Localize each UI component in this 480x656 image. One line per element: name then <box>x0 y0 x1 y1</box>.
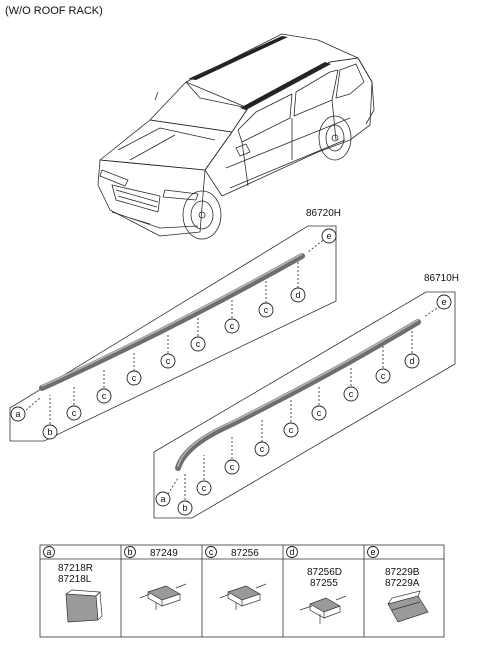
callout-c[interactable]: c <box>190 336 206 352</box>
callout-c[interactable]: c <box>96 388 112 404</box>
svg-text:c: c <box>196 339 201 349</box>
callout-b[interactable]: b <box>42 424 58 440</box>
svg-text:c: c <box>349 389 354 399</box>
svg-text:c: c <box>230 462 235 472</box>
molding-assembly-86710h: 86710H a b c c c c c c c d e <box>153 273 459 519</box>
assembly-part-number: 86710H <box>424 273 459 284</box>
legend-cell-e[interactable]: e 87229B 87229A <box>367 546 429 623</box>
callout-d[interactable]: d <box>290 287 306 303</box>
svg-text:c: c <box>102 391 107 401</box>
callout-c[interactable]: c <box>224 459 240 475</box>
legend-cell-b[interactable]: b 87249 <box>124 546 187 611</box>
callout-c[interactable]: c <box>126 370 142 386</box>
callout-c[interactable]: c <box>66 405 82 421</box>
part-number: 87249 <box>150 548 178 559</box>
svg-text:c: c <box>230 321 235 331</box>
svg-text:b: b <box>47 427 52 437</box>
callout-c[interactable]: c <box>258 302 274 318</box>
svg-text:c: c <box>264 305 269 315</box>
svg-text:b: b <box>182 503 187 513</box>
part-number: 87229A <box>385 578 420 589</box>
callout-b[interactable]: b <box>177 500 193 516</box>
parts-legend-table: a 87218R 87218L b 87249 c <box>39 544 445 638</box>
callout-c[interactable]: c <box>160 353 176 369</box>
clip-part <box>139 583 187 610</box>
callout-c[interactable]: c <box>311 405 327 421</box>
callout-c[interactable]: c <box>254 441 270 457</box>
svg-text:c: c <box>202 483 207 493</box>
svg-text:e: e <box>370 547 375 557</box>
svg-text:e: e <box>441 297 446 307</box>
legend-cell-a[interactable]: a 87218R 87218L <box>43 546 103 623</box>
svg-text:c: c <box>260 444 265 454</box>
svg-text:c: c <box>381 371 386 381</box>
diagram-title: (W/O ROOF RACK) <box>5 5 103 17</box>
clip-part <box>219 583 267 610</box>
svg-text:e: e <box>326 231 331 241</box>
vehicle-illustration <box>97 33 375 240</box>
svg-text:d: d <box>295 290 300 300</box>
part-number: 87218R <box>58 563 93 574</box>
part-number: 87218L <box>58 574 92 585</box>
callout-e[interactable]: e <box>321 228 337 244</box>
svg-text:c: c <box>209 547 214 557</box>
svg-text:a: a <box>160 494 165 504</box>
legend-cell-c[interactable]: c 87256 <box>205 546 267 611</box>
molding-assembly-86720h: 86720H a b c c c c c c c d e <box>9 208 341 442</box>
svg-text:b: b <box>127 547 132 557</box>
callout-c[interactable]: c <box>283 422 299 438</box>
svg-text:d: d <box>289 547 294 557</box>
clip-part <box>299 595 347 624</box>
svg-text:a: a <box>46 547 51 557</box>
callout-a[interactable]: a <box>10 406 26 422</box>
callout-c[interactable]: c <box>375 368 391 384</box>
callout-d[interactable]: d <box>404 353 420 369</box>
svg-text:a: a <box>15 409 20 419</box>
assembly-outline <box>153 291 456 519</box>
svg-text:c: c <box>72 408 77 418</box>
svg-text:c: c <box>289 425 294 435</box>
end-cap-front-part <box>65 589 103 623</box>
callout-a[interactable]: a <box>155 491 171 507</box>
part-number: 87255 <box>310 578 338 589</box>
roof-molding-strip <box>39 253 305 391</box>
end-cap-rear-part <box>387 590 429 623</box>
svg-text:c: c <box>166 356 171 366</box>
callout-c[interactable]: c <box>343 386 359 402</box>
roof-molding-strip <box>175 319 421 471</box>
part-number: 87256 <box>231 548 259 559</box>
svg-text:d: d <box>409 356 414 366</box>
svg-text:c: c <box>317 408 322 418</box>
assembly-outline <box>9 225 337 442</box>
part-number: 87256D <box>307 567 342 578</box>
assembly-part-number: 86720H <box>306 208 341 219</box>
callout-c[interactable]: c <box>224 318 240 334</box>
callout-c[interactable]: c <box>196 480 212 496</box>
svg-text:c: c <box>132 373 137 383</box>
callout-e[interactable]: e <box>436 294 452 310</box>
part-number: 87229B <box>385 567 420 578</box>
legend-cell-d[interactable]: d 87256D 87255 <box>286 546 347 625</box>
